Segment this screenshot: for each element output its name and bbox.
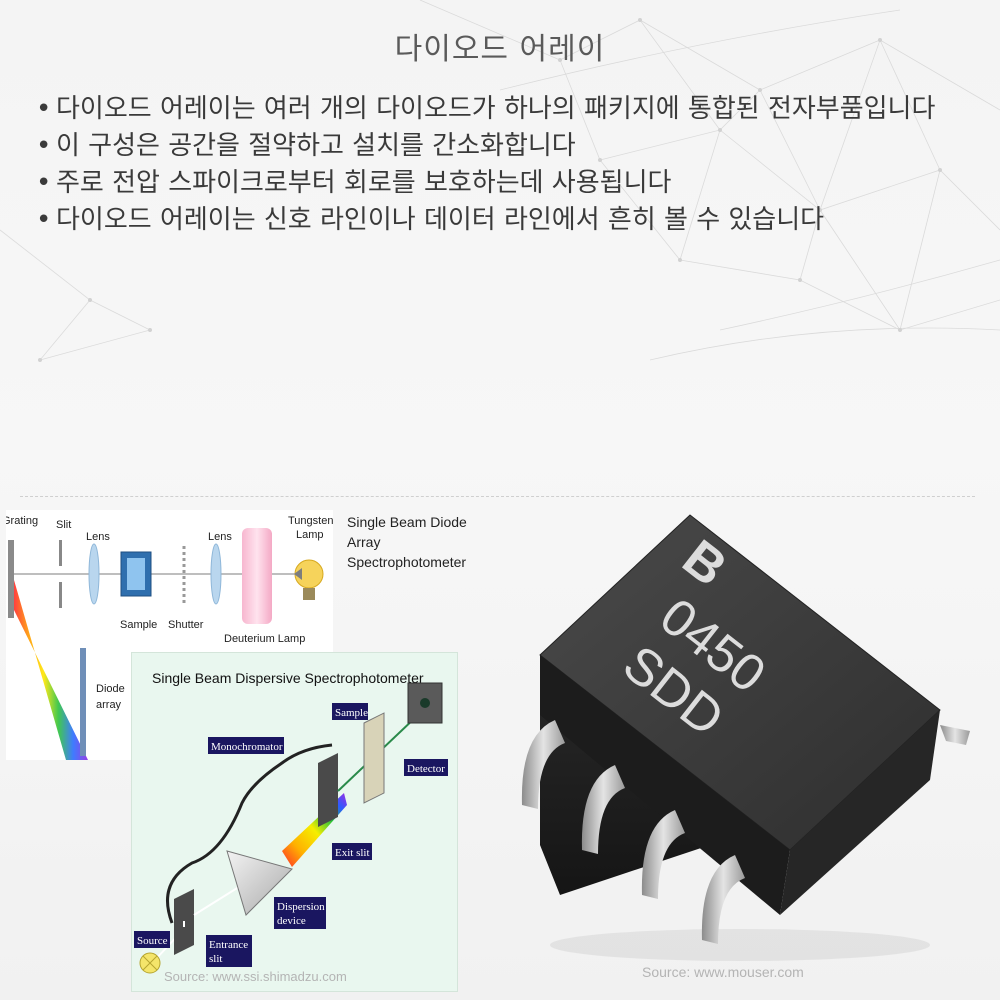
label-entrance-box: Entrance slit: [206, 935, 252, 967]
label-detector-box: Detector: [404, 759, 448, 776]
sample-window: [127, 558, 145, 590]
sample-cell: [363, 712, 385, 804]
dispersed-spectrum: [14, 580, 88, 760]
bullet-glyph: •: [36, 94, 52, 124]
slit-bottom: [59, 582, 62, 608]
beam-arrow: [294, 568, 302, 580]
chip-body-front: [780, 710, 940, 915]
label-monochromator-box: Monochromator: [208, 737, 284, 754]
diode-array-caption: Single Beam Diode Array Spectrophotomete…: [347, 512, 497, 572]
label-source: Source: [137, 935, 168, 947]
monochromator-brace: [166, 743, 333, 924]
bullet-glyph: •: [36, 131, 52, 161]
bullet-glyph: •: [36, 205, 52, 235]
label-detector: Detector: [407, 763, 445, 775]
bullet-item: •이 구성은 공간을 절약하고 설치를 간소화합니다: [34, 131, 964, 161]
label-diode-line1: Diode: [96, 683, 125, 695]
bullet-text: 다이오드 어레이는 여러 개의 다이오드가 하나의 패키지에 통합된 전자부품입…: [56, 94, 936, 124]
bullet-text: 주로 전압 스파이크로부터 회로를 보호하는데 사용됩니다: [56, 168, 672, 198]
label-lens-right: Lens: [208, 531, 232, 543]
label-exit-slit: Exit slit: [335, 847, 370, 859]
deuterium-lamp: [242, 528, 272, 624]
label-shutter: Shutter: [168, 619, 204, 631]
dispersion-prism: [226, 850, 293, 916]
section-divider: [20, 496, 975, 497]
bullet-item: •주로 전압 스파이크로부터 회로를 보호하는데 사용됩니다: [34, 168, 964, 198]
label-slit: Slit: [56, 519, 71, 531]
chip-body-left: [540, 655, 790, 915]
label-sample-box: Sample: [332, 703, 368, 720]
diode-array-element: [80, 648, 86, 756]
mouser-source-credit: Source: www.mouser.com: [642, 964, 804, 980]
grating-element: [8, 540, 14, 618]
bullet-item: •다이오드 어레이는 여러 개의 다이오드가 하나의 패키지에 통합된 전자부품…: [34, 94, 964, 124]
chip-pins-front: [521, 720, 745, 944]
diode-array-diagram-svg: Grating Slit Lens Lens Tungsten Lamp Sam…: [6, 515, 333, 760]
tungsten-lamp-base: [303, 588, 315, 600]
label-deuterium: Deuterium Lamp: [224, 633, 305, 645]
diode-array-chip-image: B 0450 SDD: [521, 514, 970, 961]
chip-pin: [641, 810, 685, 899]
label-monochromator: Monochromator: [211, 741, 283, 753]
caption-line2: Spectrophotometer: [347, 554, 467, 570]
chip-pin: [521, 720, 565, 809]
label-entrance-line2: slit: [209, 953, 222, 965]
chip-pin: [581, 765, 625, 854]
label-source-box: Source: [134, 931, 170, 948]
detector-aperture: [420, 698, 430, 708]
source-lamp-cross-b: [142, 955, 158, 971]
bullet-text: 이 구성은 공간을 절약하고 설치를 간소화합니다: [56, 131, 576, 161]
slit-top: [59, 540, 62, 566]
label-tungsten-line2: Lamp: [296, 529, 324, 541]
shimadzu-source-credit: Source: www.ssi.shimadzu.com: [164, 969, 347, 984]
label-dispersion-box: Dispersion device: [274, 897, 326, 929]
lens-right: [210, 543, 222, 605]
dispersive-diagram: Single Beam Dispersive Spectrophotometer…: [131, 652, 458, 992]
bullet-text: 다이오드 어레이는 신호 라인이나 데이터 라인에서 흔히 볼 수 있습니다: [56, 205, 825, 235]
page-title: 다이오드 어레이: [394, 32, 606, 67]
label-exit-slit-box: Exit slit: [332, 843, 372, 860]
dispersive-diagram-svg: Single Beam Dispersive Spectrophotometer…: [134, 670, 448, 984]
label-tungsten-line1: Tungsten: [288, 515, 333, 527]
chip-pin: [701, 855, 745, 944]
beam-to-prism: [193, 884, 243, 916]
chip-pin-back: [940, 725, 970, 745]
exit-slit-plate: [318, 753, 338, 827]
label-lens-left: Lens: [86, 531, 110, 543]
network-background-decoration: [0, 0, 1000, 362]
lens-left: [88, 543, 100, 605]
label-sample: Sample: [335, 707, 368, 719]
label-dispersion-line2: device: [277, 915, 306, 927]
bullet-item: •다이오드 어레이는 신호 라인이나 데이터 라인에서 흔히 볼 수 있습니다: [34, 205, 964, 235]
bullet-glyph: •: [36, 168, 52, 198]
label-grating: Grating: [6, 515, 38, 527]
label-entrance-line1: Entrance: [209, 939, 248, 951]
label-dispersion-line1: Dispersion: [277, 901, 325, 913]
bullet-list: •다이오드 어레이는 여러 개의 다이오드가 하나의 패키지에 통합된 전자부품…: [34, 94, 964, 242]
label-sample: Sample: [120, 619, 157, 631]
caption-line1: Single Beam Diode Array: [347, 514, 467, 550]
chip-shadow: [550, 929, 930, 961]
label-diode-line2: array: [96, 699, 122, 711]
dispersive-title: Single Beam Dispersive Spectrophotometer: [152, 670, 424, 686]
